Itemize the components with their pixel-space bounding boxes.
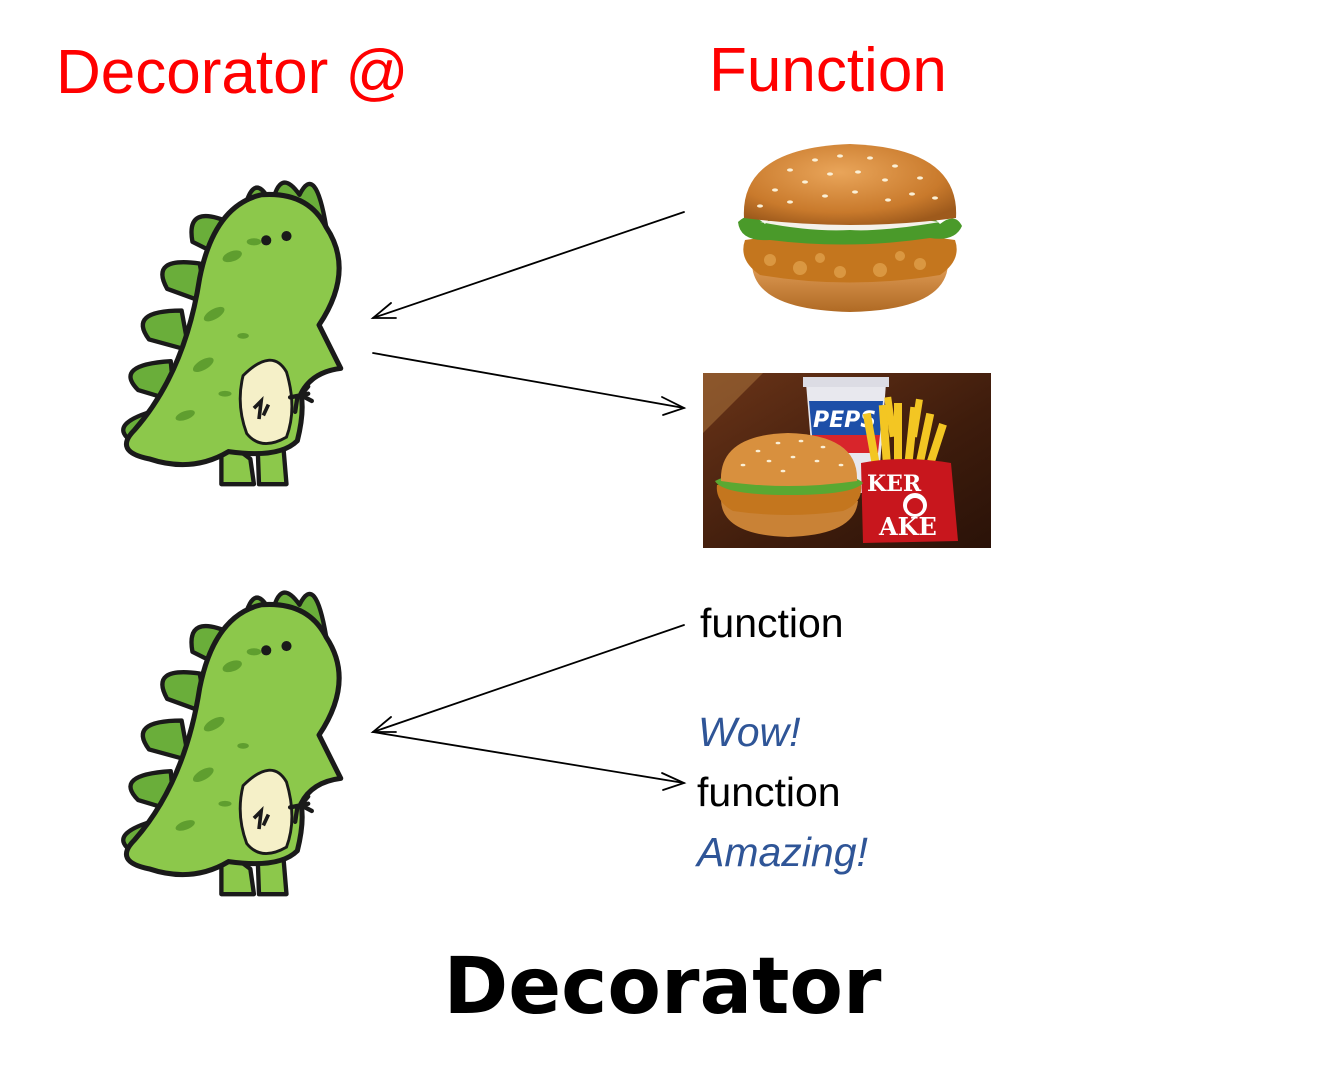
burger-icon — [738, 144, 962, 312]
decorator-header: Decorator @ — [56, 38, 409, 107]
function-header: Function — [709, 36, 947, 105]
box-label: KER — [867, 471, 922, 497]
after-message: Amazing! — [697, 829, 868, 875]
input-function-label: function — [700, 600, 844, 646]
burger-meal-icon: PEPS KER AKE — [703, 373, 991, 548]
arrow-function-to-decorator — [370, 624, 685, 733]
arrow-burger-to-decorator — [370, 211, 685, 319]
arrow-decorator-to-wrapped-function — [372, 731, 687, 791]
output-function-label: function — [697, 769, 841, 815]
arrow-decorator-to-meal — [372, 352, 687, 416]
before-message: Wow! — [698, 709, 801, 755]
page-title: Decorator — [443, 942, 882, 1032]
box-bottom-label: AKE — [878, 512, 937, 541]
